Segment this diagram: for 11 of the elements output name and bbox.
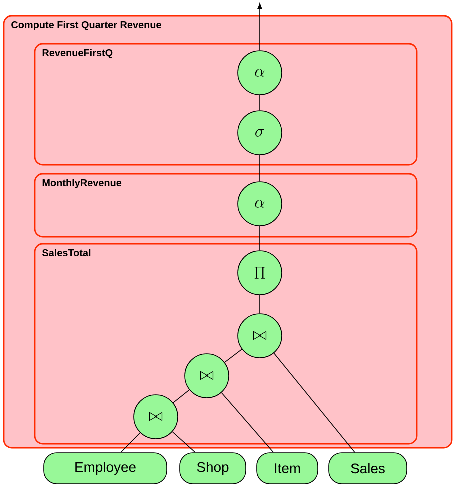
table-box: Item: [256, 452, 318, 484]
connector: [173, 390, 190, 404]
connector: [120, 432, 141, 453]
connector: [258, 3, 262, 51]
connector: [224, 349, 243, 363]
connector: [172, 432, 196, 453]
connector: [274, 352, 356, 453]
table-box: Employee: [44, 452, 168, 484]
connector: [221, 392, 274, 453]
table-box: Sales: [328, 452, 408, 484]
table-box: Shop: [180, 452, 246, 484]
